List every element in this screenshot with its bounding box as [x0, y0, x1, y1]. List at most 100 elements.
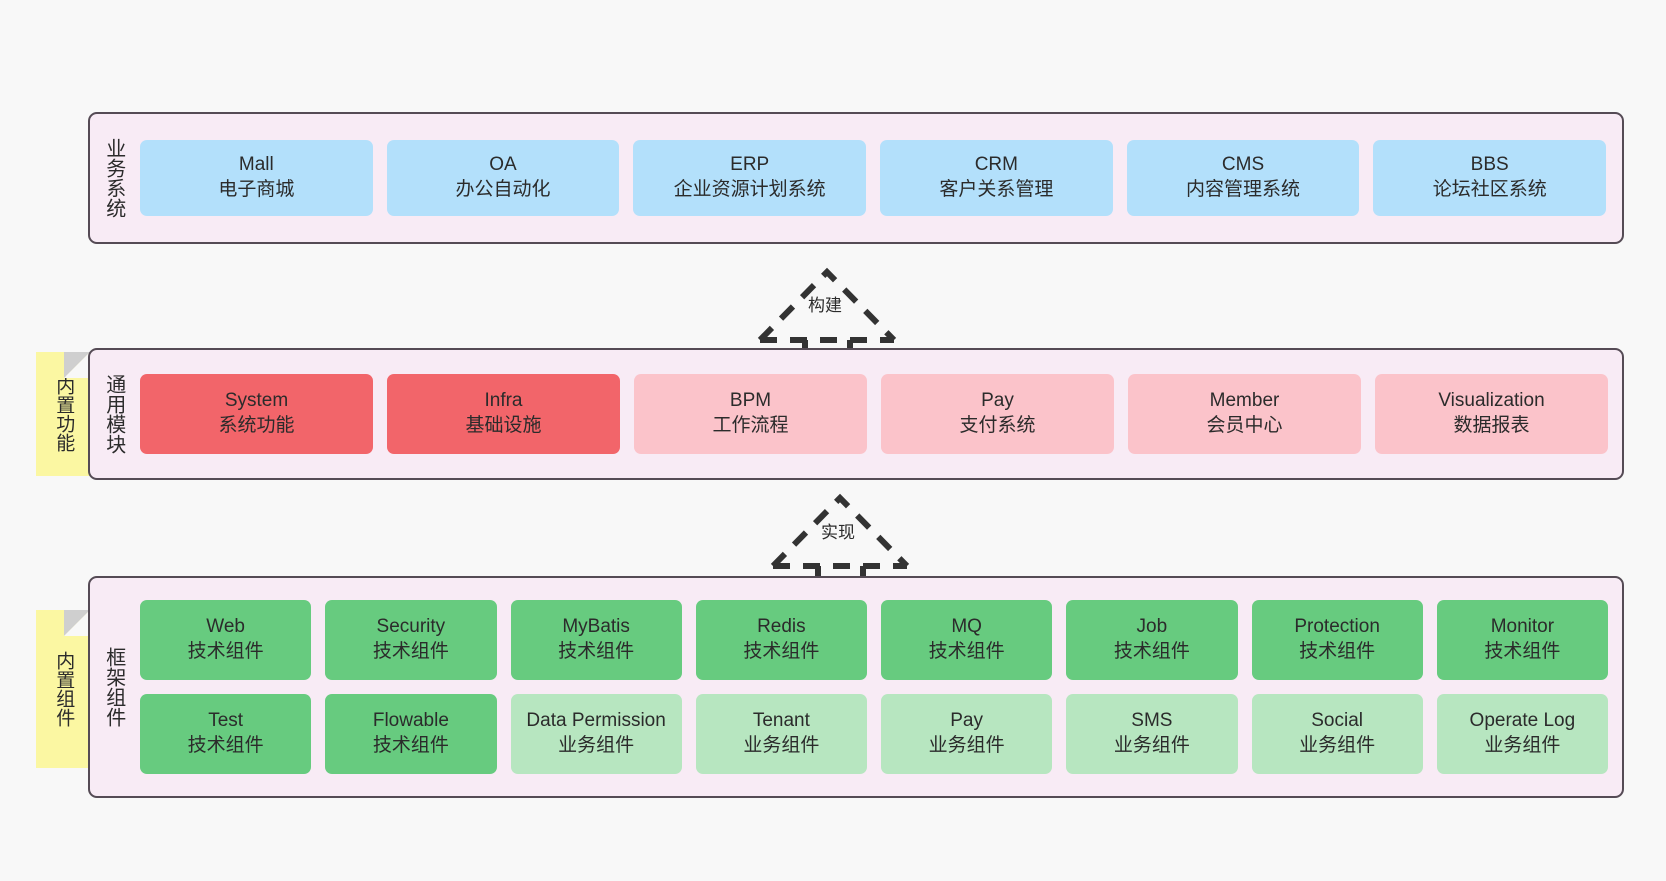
card-system[interactable]: System 系统功能	[140, 374, 373, 454]
card-title: Mall	[238, 154, 274, 176]
card-subtitle: 技术组件	[372, 641, 449, 662]
card-mq[interactable]: MQ 技术组件	[881, 600, 1053, 680]
layer-title-business: 业务系统	[102, 138, 125, 218]
card-row: Web 技术组件 Security 技术组件 MyBatis 技术组件 Redi…	[140, 600, 1608, 680]
card-subtitle: 技术组件	[558, 641, 635, 662]
card-web[interactable]: Web 技术组件	[140, 600, 312, 680]
card-subtitle: 系统功能	[218, 415, 295, 436]
card-subtitle: 技术组件	[372, 735, 449, 756]
generalization-arrow-build-icon	[755, 262, 955, 365]
card-operate-log[interactable]: Operate Log 业务组件	[1436, 694, 1608, 774]
card-subtitle: 技术组件	[1299, 641, 1376, 662]
card-subtitle: 电子商城	[218, 179, 295, 200]
card-subtitle: 技术组件	[1484, 641, 1561, 662]
card-member[interactable]: Member 会员中心	[1128, 374, 1361, 454]
card-title: CRM	[974, 154, 1018, 176]
card-subtitle: 论坛社区系统	[1432, 179, 1547, 200]
card-title: Web	[206, 616, 245, 638]
card-subtitle: 技术组件	[928, 641, 1005, 662]
card-flowable[interactable]: Flowable 技术组件	[325, 694, 497, 774]
layer-framework-components: 框架组件 Web 技术组件 Security 技术组件 MyBatis 技术组件…	[88, 576, 1624, 798]
card-title: SMS	[1131, 710, 1173, 732]
card-subtitle: 企业资源计划系统	[673, 179, 826, 200]
card-mall[interactable]: Mall 电子商城	[140, 140, 373, 216]
layer-common-modules: 通用模块 System 系统功能 Infra 基础设施 BPM 工作流程 Pay…	[88, 348, 1624, 480]
card-title: Redis	[757, 616, 806, 638]
card-sms[interactable]: SMS 业务组件	[1066, 694, 1238, 774]
layer-business-cards: Mall 电子商城 OA 办公自动化 ERP 企业资源计划系统 CRM 客户关系…	[136, 114, 1622, 242]
card-test[interactable]: Test 技术组件	[140, 694, 312, 774]
card-crm[interactable]: CRM 客户关系管理	[880, 140, 1113, 216]
layer-business-systems: 业务系统 Mall 电子商城 OA 办公自动化 ERP 企业资源计划系统 CRM…	[88, 112, 1624, 244]
card-title: Test	[208, 710, 244, 732]
card-title: Operate Log	[1469, 710, 1576, 732]
card-subtitle: 技术组件	[743, 641, 820, 662]
card-subtitle: 业务组件	[743, 735, 820, 756]
card-title: System	[224, 390, 289, 412]
card-title: Visualization	[1438, 390, 1545, 412]
card-title: Social	[1311, 710, 1363, 732]
card-pay-component[interactable]: Pay 业务组件	[881, 694, 1053, 774]
card-title: BPM	[729, 390, 772, 412]
card-bpm[interactable]: BPM 工作流程	[634, 374, 867, 454]
card-erp[interactable]: ERP 企业资源计划系统	[633, 140, 867, 216]
card-subtitle: 支付系统	[959, 415, 1036, 436]
card-mybatis[interactable]: MyBatis 技术组件	[510, 600, 682, 680]
card-social[interactable]: Social 业务组件	[1251, 694, 1423, 774]
card-tenant[interactable]: Tenant 业务组件	[695, 694, 867, 774]
generalization-arrow-implement-icon	[768, 488, 968, 591]
card-subtitle: 数据报表	[1453, 415, 1530, 436]
card-visualization[interactable]: Visualization 数据报表	[1375, 374, 1608, 454]
card-subtitle: 会员中心	[1206, 415, 1283, 436]
card-row: Test 技术组件 Flowable 技术组件 Data Permission …	[140, 694, 1608, 774]
card-subtitle: 办公自动化	[455, 179, 551, 200]
card-title: Pay	[950, 710, 983, 732]
card-title: BBS	[1470, 154, 1509, 176]
card-row: System 系统功能 Infra 基础设施 BPM 工作流程 Pay 支付系统…	[140, 374, 1608, 454]
sticky-note-builtin-components: 内置组件	[36, 610, 90, 768]
card-subtitle: 业务组件	[558, 735, 635, 756]
card-title: Infra	[484, 390, 523, 412]
card-title: OA	[489, 154, 517, 176]
card-data-permission[interactable]: Data Permission 业务组件	[510, 694, 682, 774]
layer-title-common: 通用模块	[102, 374, 125, 454]
card-title: Protection	[1294, 616, 1380, 638]
card-title: Member	[1209, 390, 1280, 412]
card-subtitle: 客户关系管理	[939, 179, 1054, 200]
card-subtitle: 技术组件	[187, 735, 264, 756]
card-subtitle: 工作流程	[712, 415, 789, 436]
card-infra[interactable]: Infra 基础设施	[387, 374, 620, 454]
card-security[interactable]: Security 技术组件	[325, 600, 497, 680]
card-title: MQ	[951, 616, 982, 638]
card-title: ERP	[730, 154, 770, 176]
sticky-note-builtin-functions: 内置功能	[36, 352, 90, 476]
card-job[interactable]: Job 技术组件	[1066, 600, 1238, 680]
card-pay[interactable]: Pay 支付系统	[881, 374, 1114, 454]
card-redis[interactable]: Redis 技术组件	[695, 600, 867, 680]
card-oa[interactable]: OA 办公自动化	[386, 140, 620, 216]
card-subtitle: 技术组件	[187, 641, 264, 662]
card-monitor[interactable]: Monitor 技术组件	[1436, 600, 1608, 680]
card-subtitle: 业务组件	[1484, 735, 1561, 756]
note-label: 内置功能	[53, 376, 75, 452]
connector-label-implement: 实现	[821, 523, 855, 542]
card-row: Mall 电子商城 OA 办公自动化 ERP 企业资源计划系统 CRM 客户关系…	[140, 140, 1607, 216]
card-title: Job	[1136, 616, 1168, 638]
card-subtitle: 内容管理系统	[1186, 179, 1301, 200]
layer-framework-cards: Web 技术组件 Security 技术组件 MyBatis 技术组件 Redi…	[136, 578, 1622, 796]
card-protection[interactable]: Protection 技术组件	[1251, 600, 1423, 680]
card-subtitle: 技术组件	[1113, 641, 1190, 662]
card-subtitle: 基础设施	[465, 415, 542, 436]
note-label: 内置组件	[53, 651, 75, 727]
card-title: Tenant	[752, 710, 810, 732]
card-cms[interactable]: CMS 内容管理系统	[1126, 140, 1360, 216]
layer-title-framework: 框架组件	[102, 647, 125, 727]
card-title: Flowable	[372, 710, 449, 732]
card-subtitle: 业务组件	[1299, 735, 1376, 756]
card-title: Data Permission	[526, 710, 666, 732]
connector-label-build: 构建	[808, 296, 842, 315]
card-subtitle: 业务组件	[1113, 735, 1190, 756]
card-title: Pay	[981, 390, 1014, 412]
card-bbs[interactable]: BBS 论坛社区系统	[1373, 140, 1607, 216]
card-title: MyBatis	[562, 616, 630, 638]
